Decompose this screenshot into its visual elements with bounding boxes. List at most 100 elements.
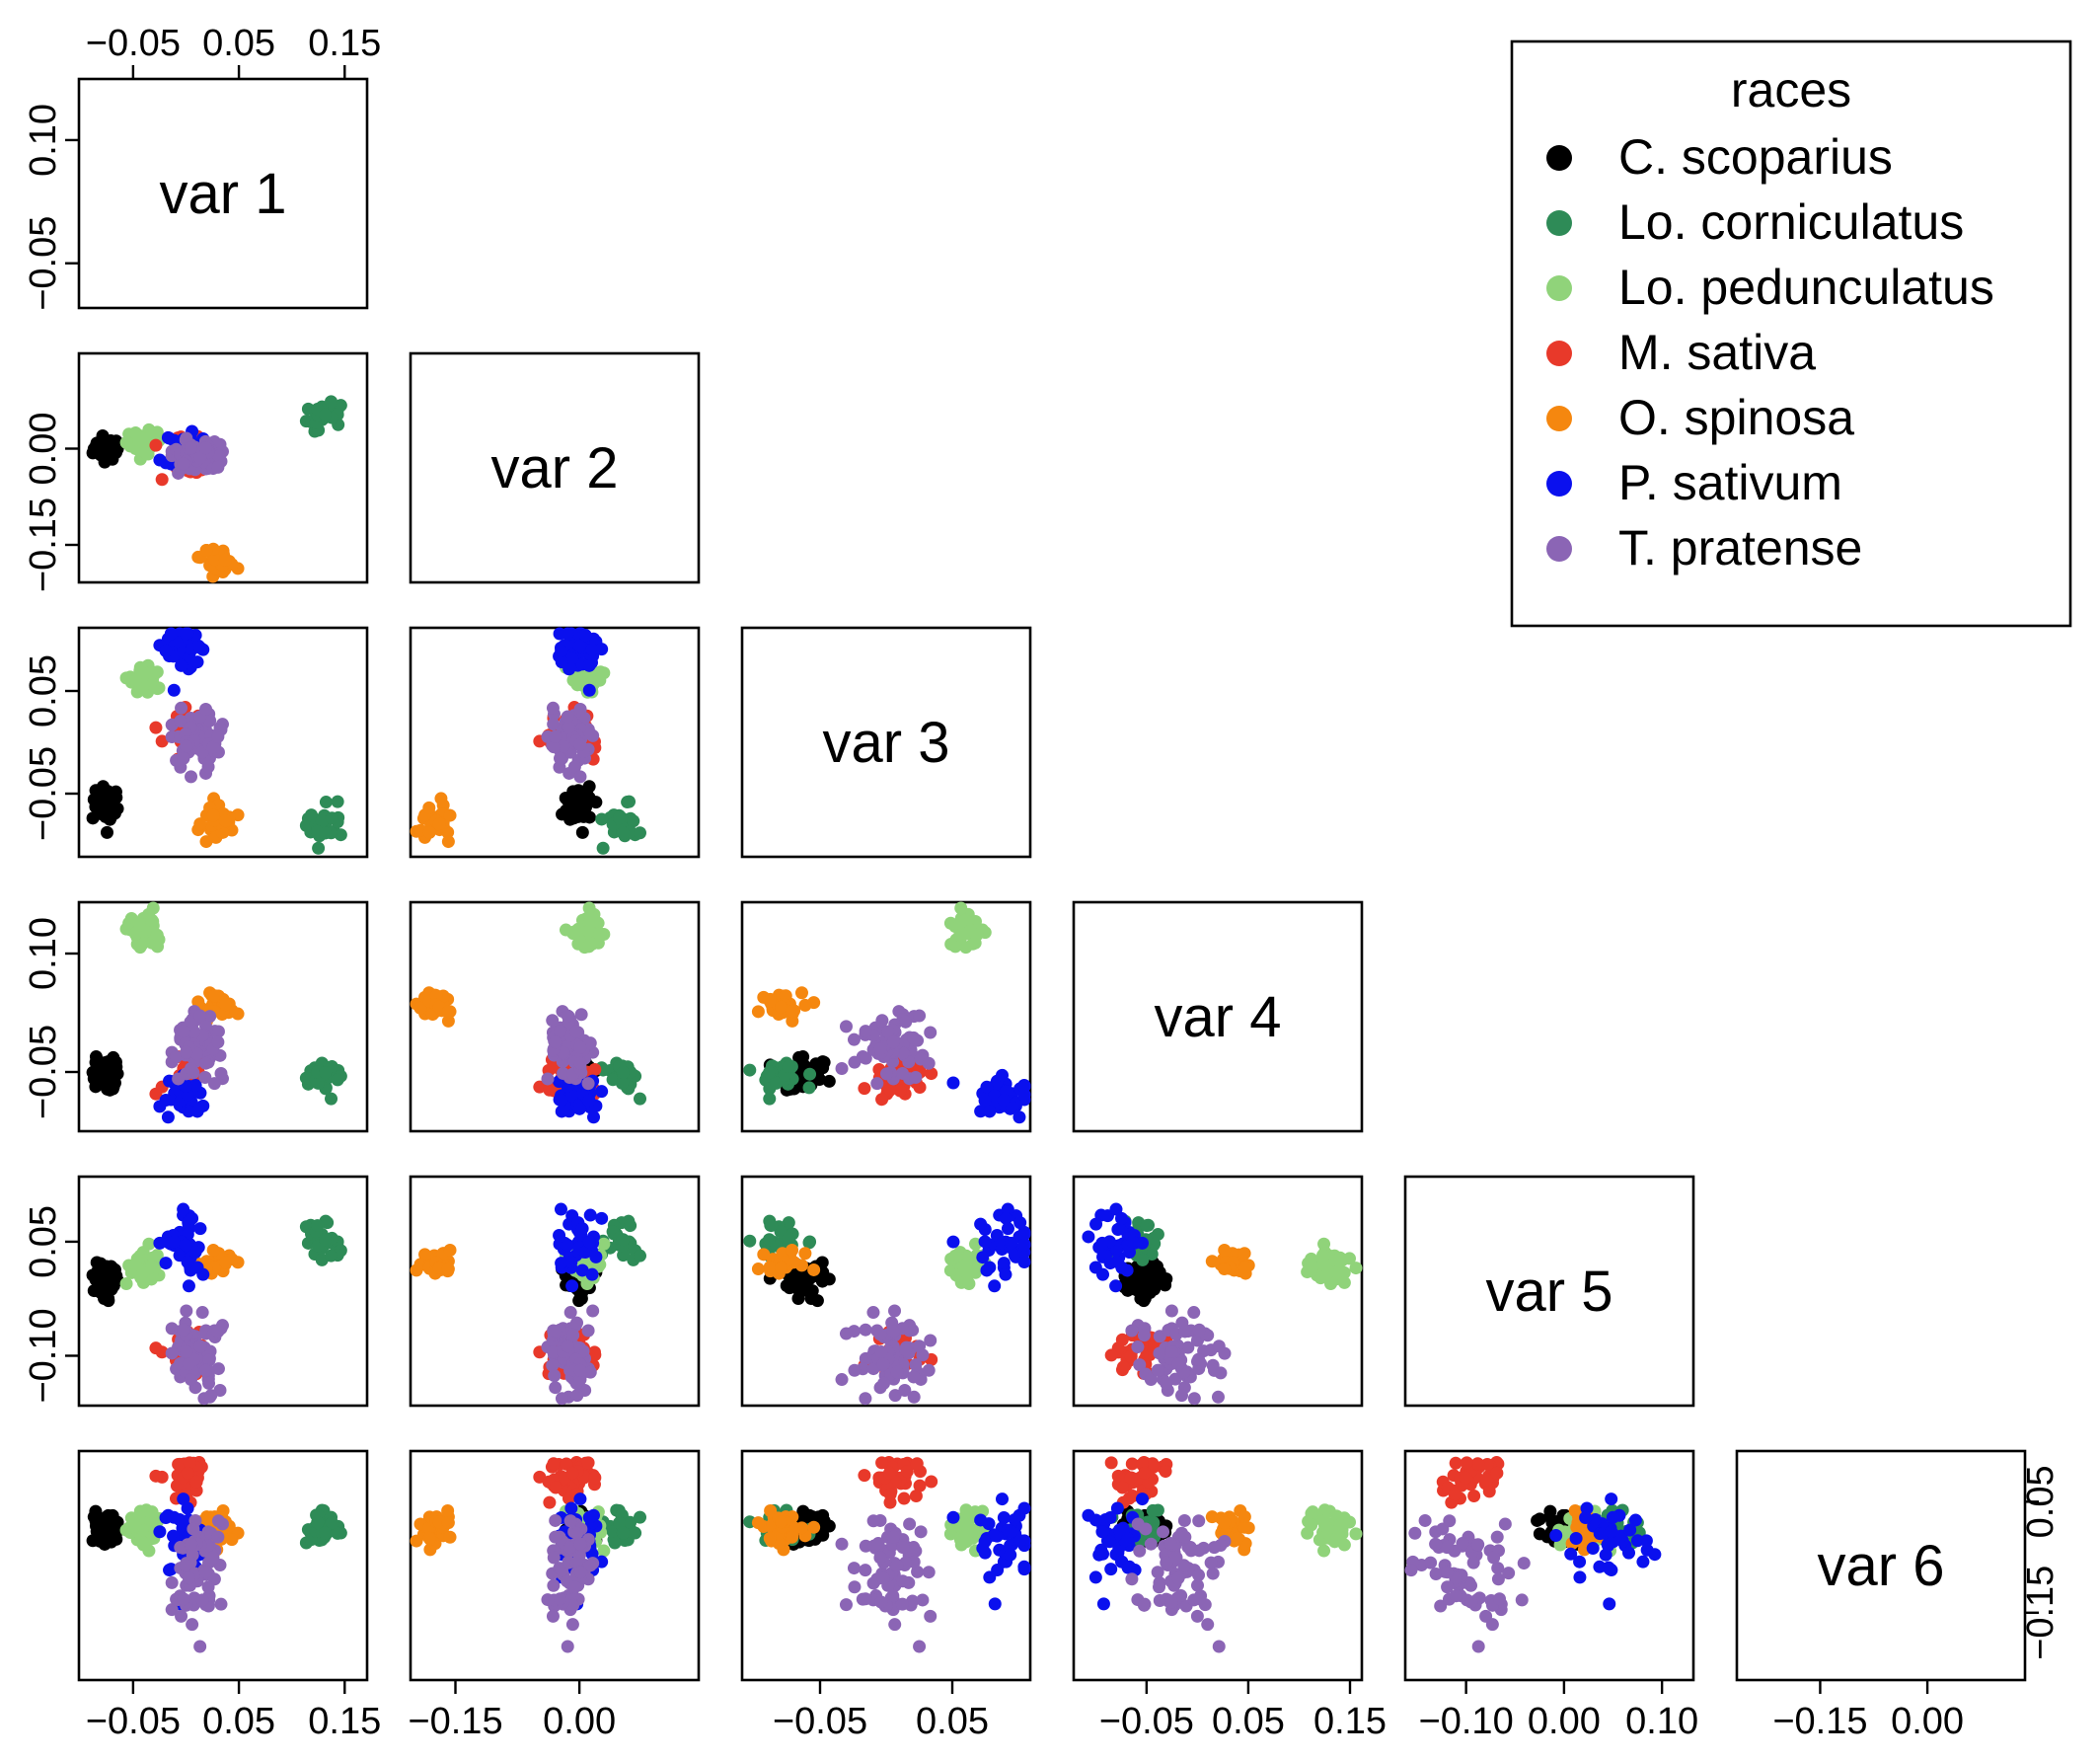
data-point [541, 1072, 555, 1086]
data-point [443, 1530, 457, 1544]
data-point [441, 1005, 455, 1019]
data-point [585, 1267, 599, 1281]
data-point [803, 1067, 817, 1081]
data-point [1116, 1360, 1130, 1374]
data-point [202, 1353, 216, 1367]
data-point [177, 1592, 190, 1606]
data-point [215, 825, 229, 839]
data-point [1151, 1363, 1164, 1377]
legend-entry-label: Lo. corniculatus [1618, 194, 1964, 250]
data-point [211, 460, 225, 474]
data-point [899, 1343, 913, 1357]
data-point [597, 1237, 611, 1251]
data-point [876, 1571, 890, 1585]
data-point [175, 1609, 188, 1623]
data-point [199, 835, 213, 849]
data-point [167, 683, 181, 697]
data-point [218, 814, 232, 828]
data-point [1146, 1457, 1160, 1471]
data-point [1017, 1080, 1031, 1094]
data-point [573, 1363, 587, 1377]
data-point [633, 1510, 646, 1524]
panel-frame [77, 351, 369, 584]
data-point [142, 1237, 156, 1251]
data-point [1306, 1260, 1319, 1273]
data-point [1133, 1358, 1147, 1372]
data-point [763, 1261, 777, 1274]
data-point [1004, 1548, 1017, 1562]
data-point [211, 1362, 225, 1376]
data-point [763, 1531, 777, 1545]
data-point [1493, 1592, 1507, 1606]
data-point [922, 1566, 936, 1579]
data-point [897, 1492, 911, 1505]
data-point [562, 721, 575, 734]
data-point [873, 1551, 887, 1565]
data-point [554, 751, 567, 765]
legend-entry-label: Lo. pedunculatus [1618, 260, 1994, 315]
data-point [325, 1249, 338, 1263]
data-point [149, 1341, 163, 1355]
data-point [907, 1390, 921, 1404]
data-point [1569, 1532, 1583, 1546]
data-point [997, 1510, 1011, 1524]
data-point [1605, 1525, 1618, 1539]
data-point [311, 1515, 325, 1529]
data-point [153, 1525, 167, 1539]
data-point [1218, 1516, 1232, 1530]
data-point [886, 1530, 900, 1544]
legend-entry-label: C. scoparius [1618, 129, 1893, 185]
data-point [925, 1475, 938, 1489]
data-point [913, 1009, 927, 1023]
data-point [874, 1595, 888, 1609]
data-point [1211, 1390, 1225, 1404]
data-point [835, 1373, 849, 1387]
data-point [175, 701, 188, 715]
data-point [907, 1370, 921, 1384]
scatter-panel-r4-c1 [77, 900, 369, 1133]
data-point [763, 994, 777, 1008]
x-tick-label: 0.05 [1212, 1701, 1285, 1742]
data-point [180, 1345, 193, 1359]
data-point [319, 1233, 333, 1247]
data-point [974, 1217, 988, 1231]
data-point [549, 1481, 562, 1494]
data-point [182, 1571, 195, 1585]
data-point [1480, 1473, 1494, 1487]
top-tick-label: 0.05 [202, 23, 275, 64]
data-point [1171, 1357, 1185, 1371]
data-point [573, 1566, 587, 1579]
x-tick-label: −0.15 [1772, 1701, 1867, 1742]
data-point [555, 644, 568, 657]
legend-marker [1546, 406, 1572, 431]
scatter-panel-r5-c1 [77, 1175, 369, 1408]
data-point [185, 770, 198, 784]
data-point [208, 989, 222, 1003]
data-point [890, 1365, 904, 1379]
data-point [873, 1328, 887, 1341]
data-point [203, 1010, 217, 1024]
scatter-panel-r3-c2 [409, 626, 701, 859]
data-point [1218, 1243, 1232, 1257]
data-point [988, 1597, 1002, 1611]
data-point [1013, 1216, 1027, 1230]
legend-marker [1546, 536, 1572, 562]
data-point [922, 1363, 936, 1377]
data-point [319, 826, 333, 840]
data-point [1317, 1237, 1331, 1251]
data-point [164, 627, 178, 641]
data-point [106, 792, 119, 805]
data-point [616, 1066, 630, 1080]
data-point [1573, 1570, 1587, 1584]
data-point [899, 1015, 913, 1029]
data-point [617, 1249, 631, 1263]
data-point [559, 792, 572, 805]
data-point [1337, 1538, 1351, 1552]
data-point [1005, 1236, 1018, 1250]
data-point [924, 1026, 938, 1039]
data-point [1317, 1503, 1331, 1517]
data-point [1017, 1561, 1031, 1574]
data-point [204, 1389, 218, 1403]
data-point [1606, 1510, 1619, 1524]
data-point [159, 644, 173, 657]
